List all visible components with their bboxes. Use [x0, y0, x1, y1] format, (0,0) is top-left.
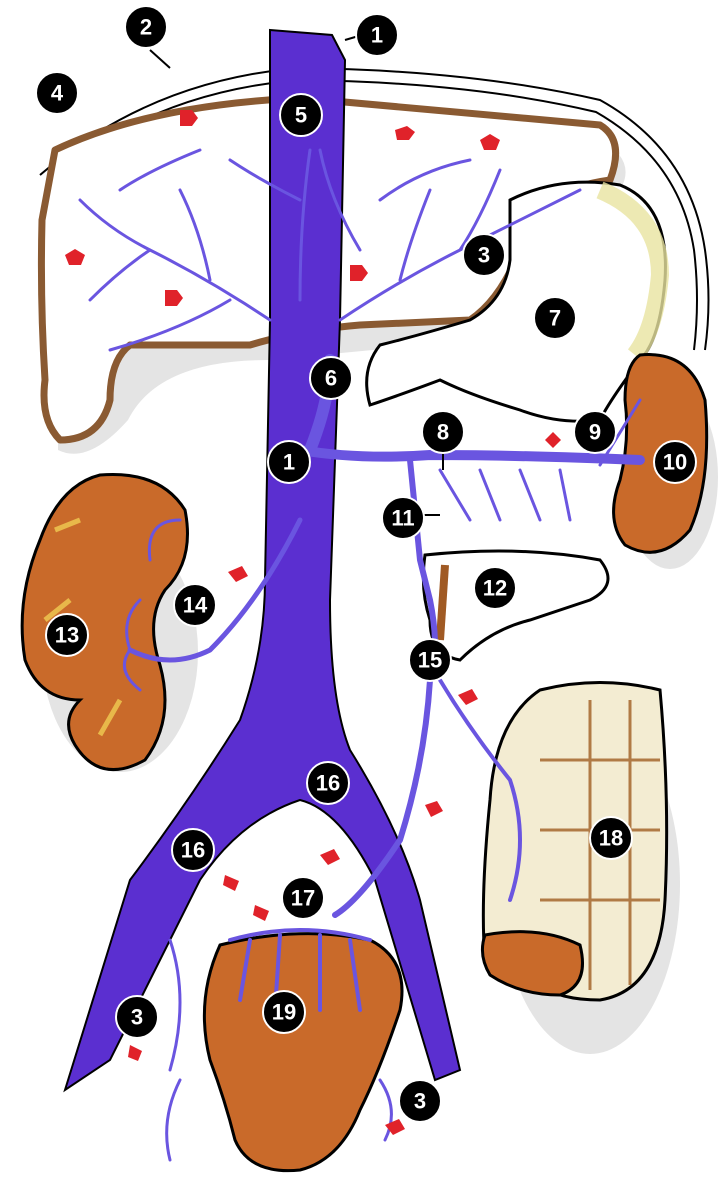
marker-14: 14 [174, 584, 216, 626]
marker-5: 5 [280, 94, 322, 136]
svg-text:11: 11 [391, 506, 414, 531]
svg-text:16: 16 [181, 838, 205, 863]
svg-text:1: 1 [371, 23, 383, 48]
svg-text:14: 14 [183, 593, 208, 618]
svg-text:10: 10 [663, 450, 687, 475]
arrow-10 [425, 801, 443, 817]
marker-19: 19 [263, 991, 305, 1033]
svg-text:3: 3 [414, 1089, 426, 1114]
marker-3-right: 3 [399, 1080, 441, 1122]
marker-7: 7 [534, 297, 576, 339]
marker-6: 6 [310, 357, 352, 399]
marker-16-right: 16 [307, 762, 349, 804]
svg-text:15: 15 [418, 648, 442, 673]
marker-2: 2 [125, 6, 167, 48]
arrow-12 [223, 875, 239, 891]
marker-9: 9 [574, 411, 616, 453]
marker-16-left: 16 [172, 829, 214, 871]
pancreatic-duct [440, 565, 445, 640]
arrow-14 [128, 1045, 142, 1061]
svg-text:17: 17 [291, 886, 315, 911]
svg-text:13: 13 [55, 623, 79, 648]
svg-text:3: 3 [478, 243, 490, 268]
svg-text:6: 6 [325, 366, 337, 391]
marker-12: 12 [474, 567, 516, 609]
marker-17: 17 [282, 877, 324, 919]
marker-11: 11 [382, 497, 424, 539]
marker-1-mid: 1 [268, 441, 310, 483]
svg-text:9: 9 [589, 420, 601, 445]
svg-text:5: 5 [295, 103, 307, 128]
svg-text:18: 18 [599, 826, 623, 851]
svg-text:19: 19 [272, 1000, 296, 1025]
pelvic-organ [204, 934, 402, 1171]
svg-text:7: 7 [549, 306, 561, 331]
svg-text:2: 2 [140, 15, 152, 40]
svg-text:3: 3 [131, 1005, 143, 1030]
marker-3-left: 3 [116, 996, 158, 1038]
marker-10: 10 [654, 441, 696, 483]
pancreas [423, 551, 608, 660]
marker-13: 13 [46, 614, 88, 656]
svg-text:16: 16 [316, 771, 340, 796]
marker-4: 4 [36, 72, 78, 114]
leader-label-2 [150, 50, 170, 68]
svg-text:1: 1 [283, 450, 295, 475]
marker-18: 18 [590, 817, 632, 859]
arrow-9 [458, 689, 478, 705]
marker-8: 8 [422, 411, 464, 453]
arrow-8 [228, 566, 248, 582]
rectum-segment [482, 932, 582, 995]
arrow-11 [320, 849, 340, 865]
svg-text:4: 4 [51, 81, 64, 106]
svg-text:8: 8 [437, 420, 449, 445]
arrow-7 [545, 432, 561, 448]
arrow-13 [253, 905, 269, 921]
marker-1-top: 1 [356, 14, 398, 56]
marker-15: 15 [409, 639, 451, 681]
svg-text:12: 12 [483, 576, 507, 601]
marker-3-liver: 3 [463, 234, 505, 276]
